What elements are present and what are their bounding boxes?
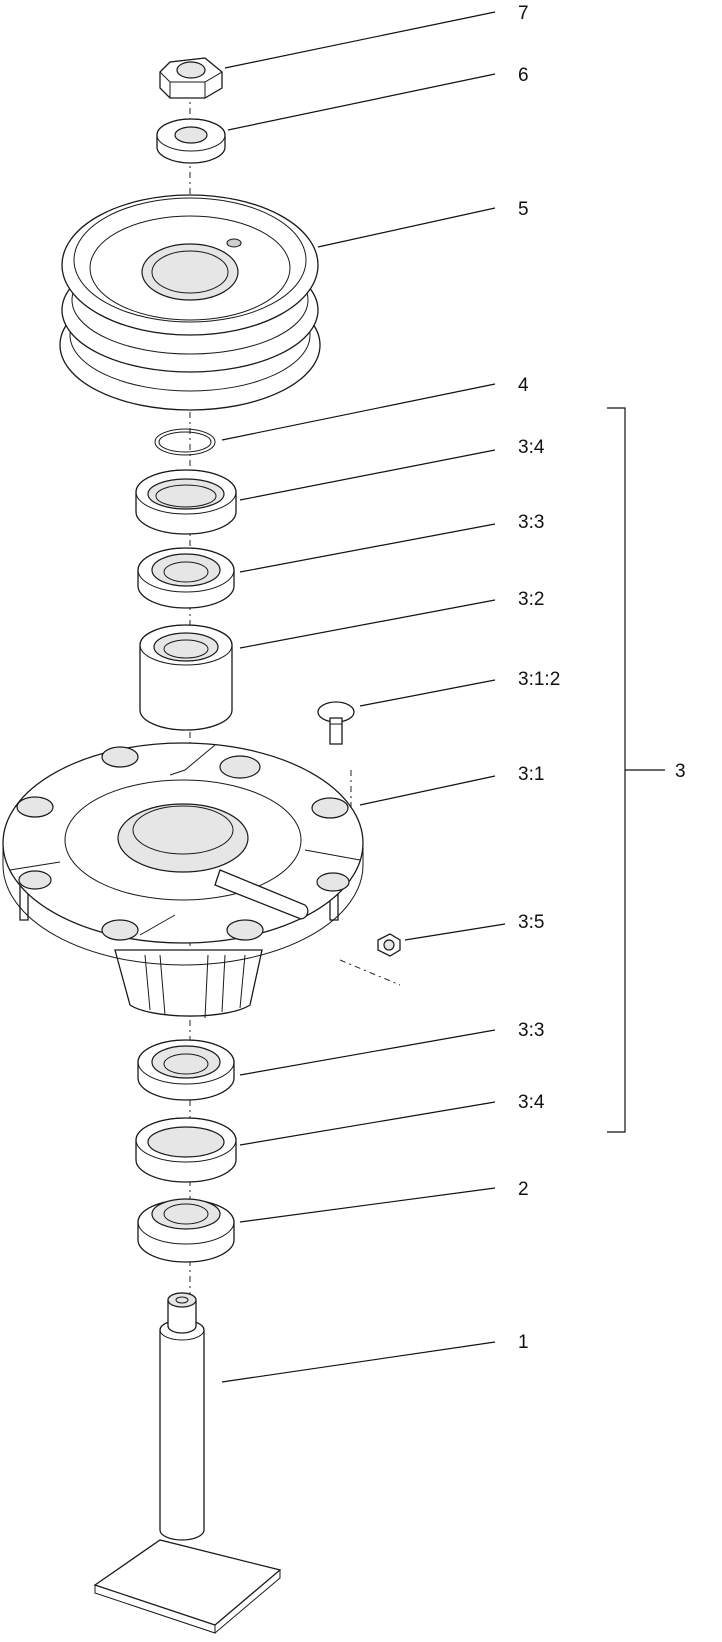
leader-lines [221,11,506,1383]
callout-3-4-top: 3:4 [518,437,545,458]
callout-6: 6 [518,65,529,86]
ring-part-4 [154,428,216,456]
spindle-part-1 [93,1292,282,1634]
callout-labels: 7 6 5 4 3:4 3:3 3:2 3:1:2 3:1 3:5 3:3 3:… [518,3,686,1353]
callout-3-3-bottom: 3:3 [518,1020,544,1041]
callout-3-2: 3:2 [518,589,544,610]
locknut-part-7 [159,57,223,99]
spacer-part-3-2 [139,624,233,731]
callout-3-5: 3:5 [518,912,544,933]
callout-4: 4 [518,375,529,396]
seal-part-3-4-bottom [135,1117,237,1183]
callout-5: 5 [518,199,529,220]
group-bracket-3 [607,407,665,1133]
pulley-part-5 [59,194,321,411]
bearing-part-3-3-top [137,547,235,609]
callout-1: 1 [518,1332,529,1353]
bearing-part-3-3-bottom [137,1039,235,1101]
carriage-bolt-part-3-1-2 [317,701,355,745]
washer-part-6 [156,118,226,164]
callout-3-1-2: 3:1:2 [518,669,560,690]
callout-3-4-bottom: 3:4 [518,1092,545,1113]
callout-3-group: 3 [675,761,686,782]
callout-2: 2 [518,1179,529,1200]
housing-part-3-1 [2,742,364,1019]
fitting-centerline [339,959,401,986]
grease-fitting-part-3-5 [377,933,401,957]
spacer-part-2 [137,1198,235,1263]
callout-3-1: 3:1 [518,764,544,785]
callout-7: 7 [518,3,529,24]
seal-part-3-4-top [135,469,237,535]
callout-3-3-top: 3:3 [518,512,544,533]
